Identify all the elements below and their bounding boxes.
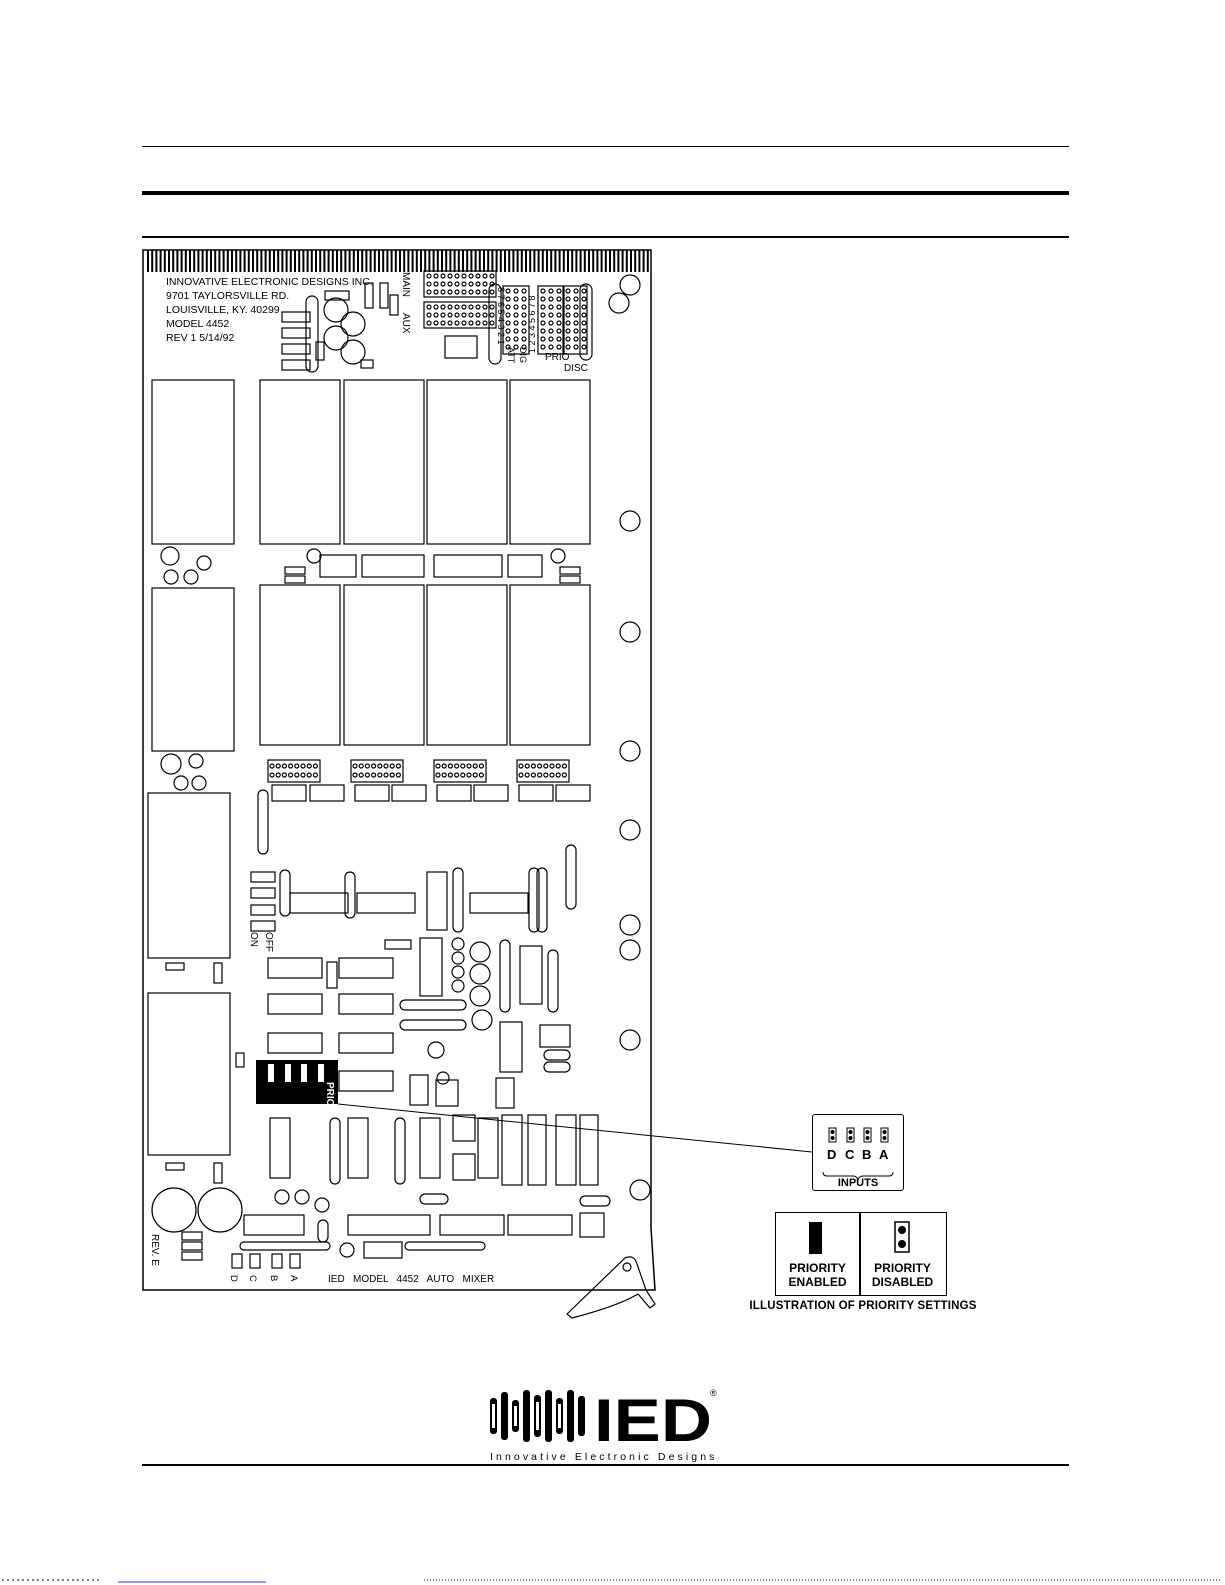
footer-rule <box>142 1464 1069 1466</box>
prio-top-label: PRIO <box>545 352 570 363</box>
att-label: ATT <box>506 347 516 364</box>
board-header-line: 9701 TAYLORSVILLE RD. <box>166 290 289 302</box>
logo-registered: ® <box>710 1388 717 1398</box>
priority-disabled-cell: PRIORITY DISABLED <box>861 1213 944 1295</box>
logo-wordmark: IED <box>594 1387 712 1454</box>
inputs-jumper-inset: D C B A INPUTS <box>812 1114 904 1191</box>
board-header-text: INNOVATIVE ELECTRONIC DESIGNS INC. 9701 … <box>166 276 373 344</box>
priority-enabled-line2: ENABLED <box>788 1275 847 1289</box>
channel-label-a: A <box>288 1275 299 1282</box>
priority-enabled-cell: PRIORITY ENABLED <box>776 1213 859 1295</box>
inputs-letter-d: D <box>827 1147 836 1162</box>
on-label: ON <box>248 932 259 947</box>
channel-label-d: D <box>228 1275 239 1282</box>
board-header-line: REV 1 5/14/92 <box>166 332 234 344</box>
logo-tagline: Innovative Electronic Designs <box>490 1451 716 1463</box>
board-model-label: IED MODEL 4452 AUTO MIXER <box>328 1274 494 1285</box>
priority-illustration-caption: ILLUSTRATION OF PRIORITY SETTINGS <box>749 1300 977 1312</box>
prio-jumper-label: PRIO <box>324 1082 335 1107</box>
dig-label: DIG <box>518 347 528 363</box>
ied-logo: IED ® Innovative Electronic Designs <box>488 1386 728 1466</box>
board-header-line: LOUISVILLE, KY. 40299 <box>166 304 280 316</box>
off-label: OFF <box>263 932 274 952</box>
top-thick-rule <box>142 191 1069 195</box>
aux-label: AUX <box>400 313 411 334</box>
board-header-line: INNOVATIVE ELECTRONIC DESIGNS INC. <box>166 276 373 288</box>
main-label: MAIN <box>400 272 411 297</box>
priority-settings-legend: PRIORITY ENABLED PRIORITY DISABLED <box>775 1212 947 1296</box>
inputs-letter-a: A <box>879 1147 889 1162</box>
legend-divider <box>859 1213 861 1295</box>
top-thin-rule <box>142 146 1069 147</box>
dig-numbers: 8 7 6 5 4 3 2 1 <box>496 287 506 345</box>
inputs-caption: INPUTS <box>838 1177 878 1189</box>
rev-label: REV. E <box>149 1234 160 1266</box>
header-bottom-rule <box>142 236 1069 238</box>
channel-label-b: B <box>268 1275 279 1281</box>
footer-link-artifacts <box>2 1579 1222 1583</box>
channel-label-c: C <box>247 1275 258 1282</box>
board-header-line: MODEL 4452 <box>166 318 229 330</box>
inputs-letter-c: C <box>845 1147 855 1162</box>
priority-disabled-jumper-icon <box>894 1221 910 1253</box>
priority-disabled-line1: PRIORITY <box>874 1261 931 1275</box>
priority-enabled-line1: PRIORITY <box>789 1261 846 1275</box>
priority-disabled-line2: DISABLED <box>871 1275 934 1289</box>
prio-numbers: 1 2 3 4 5 6 7 8 <box>527 295 537 353</box>
priority-enabled-jumper-icon <box>809 1222 822 1254</box>
inputs-letter-b: B <box>862 1147 871 1162</box>
disc-label: DISC <box>564 363 588 374</box>
